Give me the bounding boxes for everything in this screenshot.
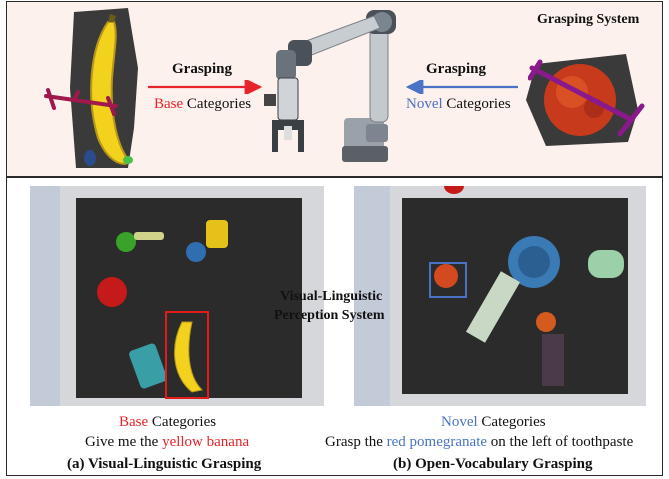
- right-category-caption-rest: Categories: [477, 414, 546, 430]
- left-category-caption-highlight: Base: [119, 414, 149, 430]
- left-category-caption-rest: Categories: [148, 414, 217, 430]
- right-instruction-prefix: Grasp the: [325, 434, 387, 450]
- left-category-rest: Categories: [183, 96, 252, 112]
- left-category-caption: Base Categories: [119, 414, 216, 431]
- left-arrow-label: Grasping: [172, 61, 233, 77]
- perception-label-line2: Perception System: [274, 308, 385, 323]
- right-category-rest: Categories: [442, 96, 511, 112]
- right-arrow-label: Grasping: [426, 61, 487, 77]
- robot-arm-image: [264, 10, 396, 162]
- left-category-label: Base Categories: [154, 96, 251, 113]
- right-arrow-icon: [405, 80, 518, 94]
- left-instruction: Give me the yellow banana: [85, 434, 249, 451]
- right-category-highlight: Novel: [406, 96, 443, 112]
- banana-bounding-box: [165, 311, 209, 399]
- pomegranate-grasp-pose-icon: [528, 59, 645, 137]
- left-scene-image: [30, 186, 324, 406]
- right-category-caption-highlight: Novel: [441, 414, 478, 430]
- banana-grasp-pose-icon: [44, 88, 118, 116]
- pomegranate-bounding-box: [429, 262, 467, 298]
- right-category-caption: Novel Categories: [441, 414, 546, 431]
- right-category-label: Novel Categories: [406, 96, 511, 113]
- left-instruction-highlight: yellow banana: [162, 434, 250, 450]
- banana-pointcloud-image: [70, 8, 138, 168]
- left-category-highlight: Base: [154, 96, 184, 112]
- right-instruction-suffix: on the left of toothpaste: [487, 434, 634, 450]
- grasping-system-title: Grasping System: [537, 12, 640, 27]
- left-instruction-prefix: Give me the: [85, 434, 163, 450]
- right-panel-caption: (b) Open-Vocabulary Grasping: [393, 456, 593, 472]
- right-instruction: Grasp the red pomegranate on the left of…: [325, 434, 633, 451]
- right-scene-image: [354, 186, 646, 406]
- left-panel-caption: (a) Visual-Linguistic Grasping: [67, 456, 262, 472]
- left-arrow-icon: [148, 80, 263, 94]
- right-instruction-highlight: red pomegranate: [386, 434, 488, 450]
- perception-label-line1: Visual-Linguistic: [280, 289, 383, 304]
